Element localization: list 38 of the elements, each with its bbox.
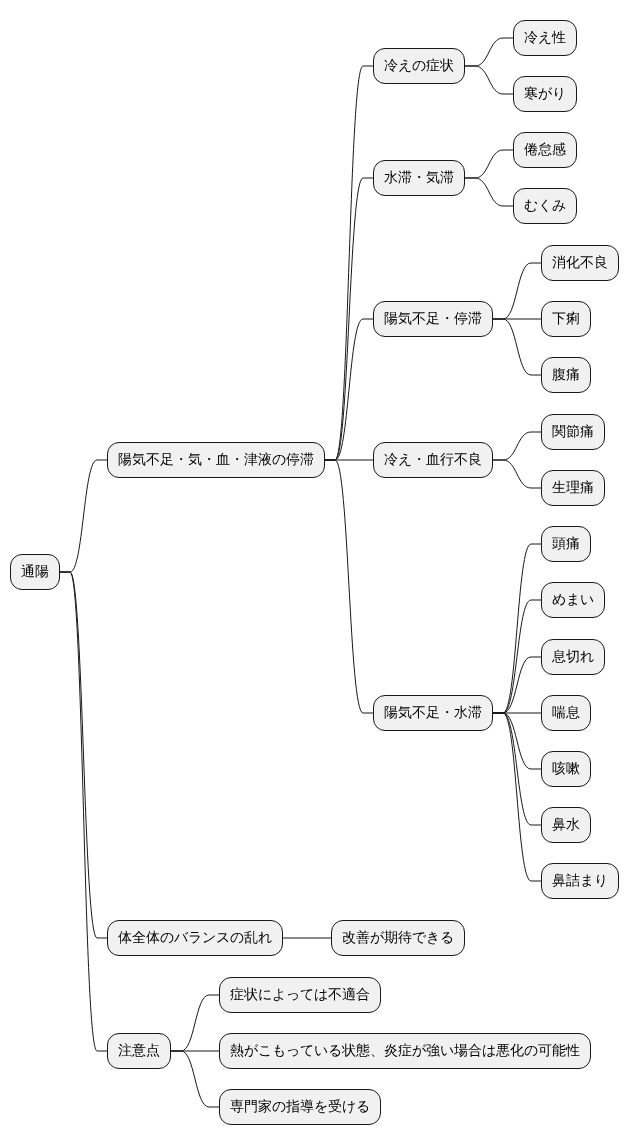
topic-box: 息切れ (541, 639, 605, 675)
connector-line (59, 571, 108, 1052)
topic-box: 鼻水 (541, 807, 591, 843)
topic-box: 専門家の指導を受ける (219, 1089, 381, 1125)
topic-box: 咳嗽 (541, 751, 591, 787)
topic-box: むくみ (513, 188, 577, 224)
topic-box: 生理痛 (541, 470, 605, 506)
topic-box: 水滞・気滞 (373, 160, 465, 196)
connector-line (492, 318, 542, 376)
topic-box: 冷えの症状 (373, 48, 465, 84)
connector-line (170, 1050, 220, 1108)
connector-line (464, 177, 514, 207)
connector-line (492, 459, 542, 489)
topic-box: 注意点 (107, 1033, 171, 1069)
topic-box: 関節痛 (541, 414, 605, 450)
topic-box: 陽気不足・気・血・津液の停滞 (107, 442, 325, 478)
topic-box: 陽気不足・水滞 (373, 695, 493, 731)
topic-box: 冷え性 (513, 20, 577, 56)
connector-line (492, 712, 542, 882)
connector-line (282, 937, 332, 939)
topic-box: 冷え・血行不良 (373, 442, 493, 478)
connector-line (324, 459, 374, 714)
topic-box: 通陽 (10, 554, 60, 590)
topic-box: 倦怠感 (513, 132, 577, 168)
topic-box: 改善が期待できる (331, 920, 465, 956)
topic-box: 下痢 (541, 301, 591, 337)
topic-box: 熱がこもっている状態、炎症が強い場合は悪化の可能性 (219, 1033, 591, 1069)
topic-box: 体全体のバランスの乱れ (107, 920, 283, 956)
topic-box: 喘息 (541, 695, 591, 731)
topic-box: 腹痛 (541, 357, 591, 393)
connector-line (464, 65, 514, 95)
topic-box: 鼻詰まり (541, 863, 619, 899)
topic-box: めまい (541, 582, 605, 618)
topic-box: 頭痛 (541, 526, 591, 562)
topic-box: 陽気不足・停滞 (373, 301, 493, 337)
topic-box: 消化不良 (541, 245, 619, 281)
topic-box: 症状によっては不適合 (219, 977, 381, 1013)
topic-box: 寒がり (513, 76, 577, 112)
